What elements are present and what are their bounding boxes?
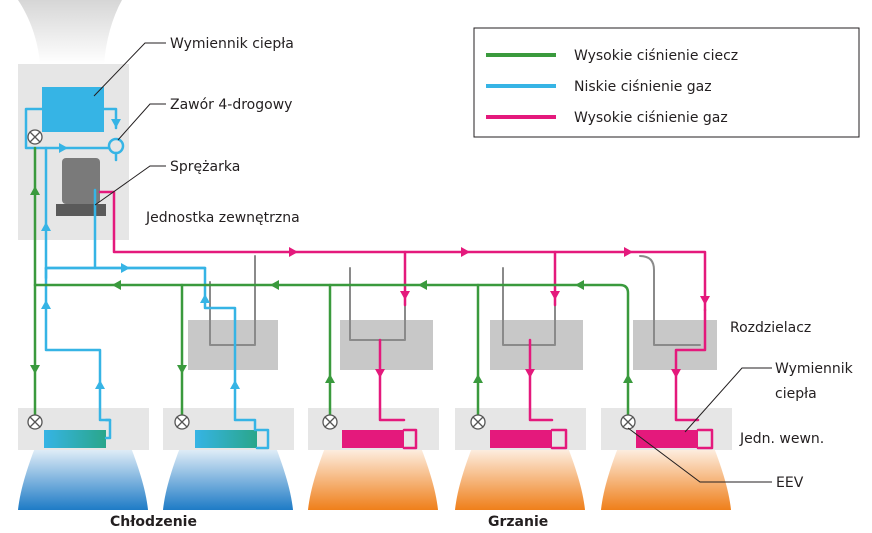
indoor-units	[18, 408, 732, 450]
flow-arrows	[30, 119, 710, 389]
label-compressor: Sprężarka	[170, 159, 240, 175]
label-indoor-unit: Jedn. wewn.	[739, 431, 824, 447]
label-heating: Grzanie	[488, 514, 548, 530]
label-cooling: Chłodzenie	[110, 514, 197, 530]
outdoor-fan-airflow	[18, 0, 122, 64]
heating-airflow-3	[601, 440, 731, 510]
outdoor-heat-exchanger	[42, 87, 104, 132]
cooling-airflow-2	[163, 440, 293, 510]
distributors	[188, 320, 717, 370]
label-distributor: Rozdzielacz	[730, 320, 811, 336]
high-pressure-liquid-pipes	[33, 146, 630, 422]
heating-airflow-1	[308, 440, 438, 510]
label-four-way-valve: Zawór 4-drogowy	[170, 97, 292, 113]
indoor-coil-4	[490, 430, 552, 448]
heating-airflow-2	[455, 440, 585, 510]
label-indoor-heat-exchanger-1: Wymiennik	[775, 361, 854, 377]
label-outdoor-heat-exchanger: Wymiennik ciepła	[170, 36, 294, 52]
label-eev: EEV	[776, 475, 804, 491]
legend-label-high-gas: Wysokie ciśnienie gaz	[574, 110, 728, 126]
compressor-icon	[56, 158, 106, 216]
indoor-coil-3	[342, 430, 404, 448]
indoor-airflows	[18, 440, 731, 510]
eev-symbols	[27, 129, 636, 430]
bypass-lines	[209, 255, 701, 346]
indoor-coil-1	[44, 430, 106, 448]
label-outdoor-unit: Jednostka zewnętrzna	[145, 210, 300, 226]
cooling-airflow-1	[18, 440, 148, 510]
leader-lines	[93, 42, 772, 483]
legend: Wysokie ciśnienie ciecz Niskie ciśnienie…	[473, 27, 860, 138]
indoor-coil-5	[636, 430, 698, 448]
low-pressure-gas-pipes	[24, 107, 270, 450]
legend-label-liquid: Wysokie ciśnienie ciecz	[574, 48, 738, 64]
legend-label-low-gas: Niskie ciśnienie gaz	[574, 79, 712, 95]
indoor-coil-2	[195, 430, 257, 448]
distributor-box-2	[340, 320, 433, 370]
label-indoor-heat-exchanger-2: ciepła	[775, 386, 817, 402]
high-pressure-gas-pipes	[98, 190, 714, 450]
